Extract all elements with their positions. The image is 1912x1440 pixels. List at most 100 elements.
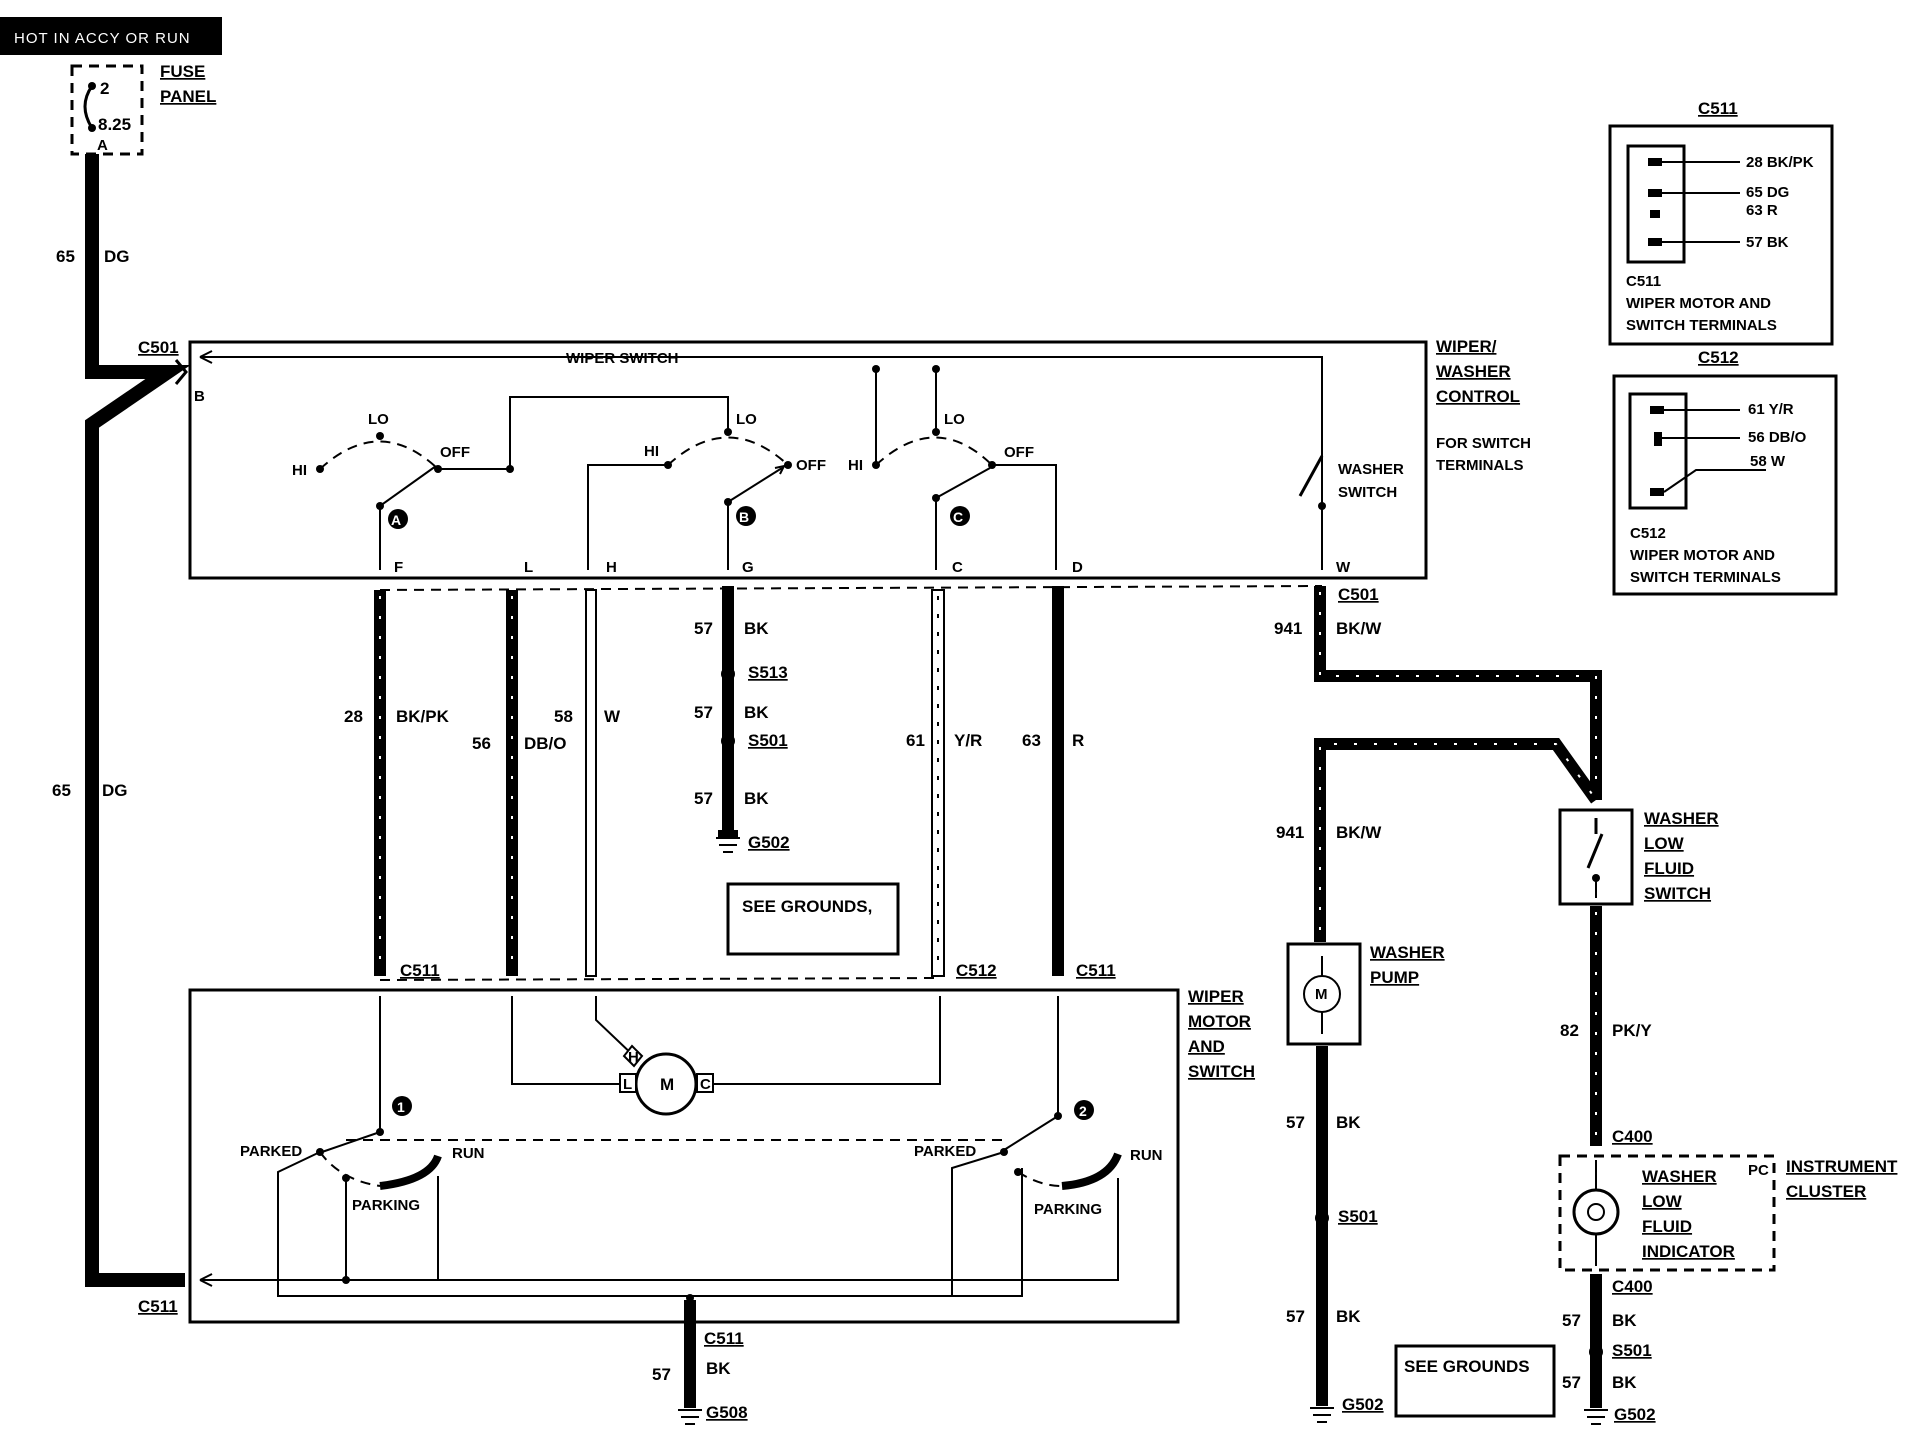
wire-label-circuit: 57 bbox=[1562, 1311, 1581, 1330]
wire-82-pky: 82 PK/Y bbox=[1560, 906, 1652, 1146]
fuse-terminal: A bbox=[97, 137, 108, 154]
connector-c512: C512 bbox=[956, 961, 997, 980]
wire-label-circuit: 57 bbox=[694, 619, 713, 638]
splice-s501: S501 bbox=[748, 731, 788, 750]
connector-c511-motor-ground: C511 bbox=[704, 1329, 744, 1348]
low-fluid-switch-label-4: SWITCH bbox=[1644, 884, 1711, 903]
switch-a-hi: HI bbox=[292, 462, 307, 479]
pin-g: G bbox=[742, 559, 754, 576]
park-switch-1-run: RUN bbox=[452, 1145, 485, 1162]
motor-c: C bbox=[700, 1076, 711, 1093]
wire-label-color: BK/W bbox=[1336, 619, 1382, 638]
switch-b-off: OFF bbox=[796, 457, 826, 474]
connector-c400-top: C400 bbox=[1612, 1127, 1653, 1146]
wire-label-circuit: 941 bbox=[1274, 619, 1302, 638]
wire-28-bkpk: 28 BK/PK bbox=[344, 590, 450, 976]
park-switch-1-id: 1 bbox=[397, 1099, 405, 1115]
motor-ground: C511 57 BK G508 bbox=[652, 1294, 748, 1425]
connector-c501-left: C501 bbox=[138, 338, 179, 357]
ground-g502: G502 bbox=[1342, 1395, 1384, 1414]
low-fluid-switch-label-2: LOW bbox=[1644, 834, 1685, 853]
wire-label-circuit: 61 bbox=[906, 731, 925, 750]
low-fluid-switch-label-1: WASHER bbox=[1644, 809, 1719, 828]
c511-caption-2: WIPER MOTOR AND bbox=[1626, 295, 1771, 312]
c512-legend: C512 61 Y/R 56 DB/O 58 W C512 WIPER MOTO… bbox=[1612, 348, 1838, 596]
fuse-panel-label-1: FUSE bbox=[160, 62, 205, 81]
wire-61-yr: 61 Y/R bbox=[906, 589, 982, 977]
connector-c511-b: C511 bbox=[1076, 961, 1116, 980]
wire-label-color: DG bbox=[104, 247, 130, 266]
instrument-cluster-label-1: INSTRUMENT bbox=[1786, 1157, 1898, 1176]
wire-label-color: BK bbox=[744, 619, 769, 638]
wire-56-dbo: 56 DB/O bbox=[472, 590, 567, 976]
c512-caption-1: C512 bbox=[1630, 525, 1666, 542]
wire-label-color: BK/PK bbox=[396, 707, 450, 726]
motor-l: L bbox=[623, 1076, 632, 1093]
park-switch-2-run: RUN bbox=[1130, 1147, 1163, 1164]
switch-pins: F L H G C D W bbox=[394, 559, 1351, 576]
wire-label-circuit: 57 bbox=[694, 703, 713, 722]
fuse-panel: 2 8.25 A FUSE PANEL bbox=[70, 62, 216, 156]
switch-c: HI LO OFF C bbox=[848, 365, 1057, 570]
c511-pin-label: 65 DG bbox=[1746, 184, 1789, 201]
pin-h: H bbox=[606, 559, 617, 576]
park-switch-2-parking: PARKING bbox=[1034, 1201, 1102, 1218]
switch-a-lo: LO bbox=[368, 411, 389, 428]
switch-terminals-note-1: FOR SWITCH bbox=[1436, 435, 1531, 452]
wire-label-circuit: 65 bbox=[52, 781, 71, 800]
see-grounds-box-2: SEE GROUNDS bbox=[1394, 1344, 1556, 1418]
washer-switch: WASHER SWITCH bbox=[1298, 455, 1404, 570]
splice-s513: S513 bbox=[748, 663, 788, 682]
c511-pin-label: 57 BK bbox=[1746, 234, 1789, 251]
washer-pump-label-2: PUMP bbox=[1370, 968, 1419, 987]
wiper-washer-control-label-2: WASHER bbox=[1436, 362, 1511, 381]
hot-banner: HOT IN ACCY OR RUN bbox=[0, 17, 222, 55]
washer-pump: M WASHER PUMP bbox=[1286, 942, 1445, 1046]
indicator-label-2: LOW bbox=[1642, 1192, 1683, 1211]
wire-label-color: R bbox=[1072, 731, 1084, 750]
c512-pin-label: 61 Y/R bbox=[1748, 401, 1794, 418]
c512-caption-3: SWITCH TERMINALS bbox=[1630, 569, 1781, 586]
splice-s501: S501 bbox=[1612, 1341, 1652, 1360]
washer-pump-label-1: WASHER bbox=[1370, 943, 1445, 962]
c511-legend-title: C511 bbox=[1698, 99, 1738, 118]
wire-label-circuit: 941 bbox=[1276, 823, 1304, 842]
indicator-pc: PC bbox=[1748, 1162, 1769, 1179]
ground-g508: G508 bbox=[706, 1403, 748, 1422]
wire-label-color: BK bbox=[706, 1359, 731, 1378]
wire-label-circuit: 58 bbox=[554, 707, 573, 726]
switch-a-off: OFF bbox=[440, 444, 470, 461]
wiper-motor-box: M L C H 1 PARKED RUN PARKING 2 PARKED RU… bbox=[188, 988, 1180, 1324]
washer-low-fluid-indicator: PC WASHER LOW FLUID INDICATOR bbox=[1558, 1154, 1776, 1272]
wire-label-color: BK bbox=[744, 789, 769, 808]
c511-caption-1: C511 bbox=[1626, 273, 1661, 290]
wire-label-color: W bbox=[604, 707, 621, 726]
indicator-ground-wire: C400 57 BK S501 57 BK G502 bbox=[1562, 1274, 1656, 1425]
ground-g502: G502 bbox=[1614, 1405, 1656, 1424]
motor-label-4: SWITCH bbox=[1188, 1062, 1255, 1081]
wire-label-color: DB/O bbox=[524, 734, 567, 753]
splice-s501: S501 bbox=[1338, 1207, 1378, 1226]
c512-pin-label: 56 DB/O bbox=[1748, 429, 1807, 446]
fuse-number: 2 bbox=[100, 79, 109, 98]
switch-b-hi: HI bbox=[644, 443, 659, 460]
low-fluid-switch-label-3: FLUID bbox=[1644, 859, 1694, 878]
wiper-switch-box: WIPER SWITCH bbox=[188, 340, 1428, 580]
wire-label-circuit: 65 bbox=[56, 247, 75, 266]
connector-pin-b: B bbox=[194, 388, 205, 405]
wire-57-bk-ground: 57 BK S513 57 BK S501 57 BK G502 bbox=[694, 586, 790, 853]
c511-legend: C511 28 BK/PK 65 DG 63 R 57 BK C511 WIPE… bbox=[1608, 99, 1834, 346]
c511-pin-label: 63 R bbox=[1746, 202, 1778, 219]
wire-label-color: BK/W bbox=[1336, 823, 1382, 842]
wire-label-color: BK bbox=[1612, 1373, 1637, 1392]
washer-pump-m: M bbox=[1315, 986, 1328, 1003]
wire-label-circuit: 82 bbox=[1560, 1021, 1579, 1040]
connector-c400-bottom: C400 bbox=[1612, 1277, 1653, 1296]
see-grounds-text-2: SEE GROUNDS bbox=[1404, 1357, 1530, 1376]
wire-941-bkw: 941 BK/W 941 BK/W bbox=[1274, 586, 1602, 942]
switch-b: HI LO OFF B bbox=[506, 396, 826, 570]
pin-l: L bbox=[524, 559, 533, 576]
see-grounds-box-1: SEE GROUNDS, bbox=[726, 882, 900, 956]
motor-h: H bbox=[628, 1049, 639, 1066]
